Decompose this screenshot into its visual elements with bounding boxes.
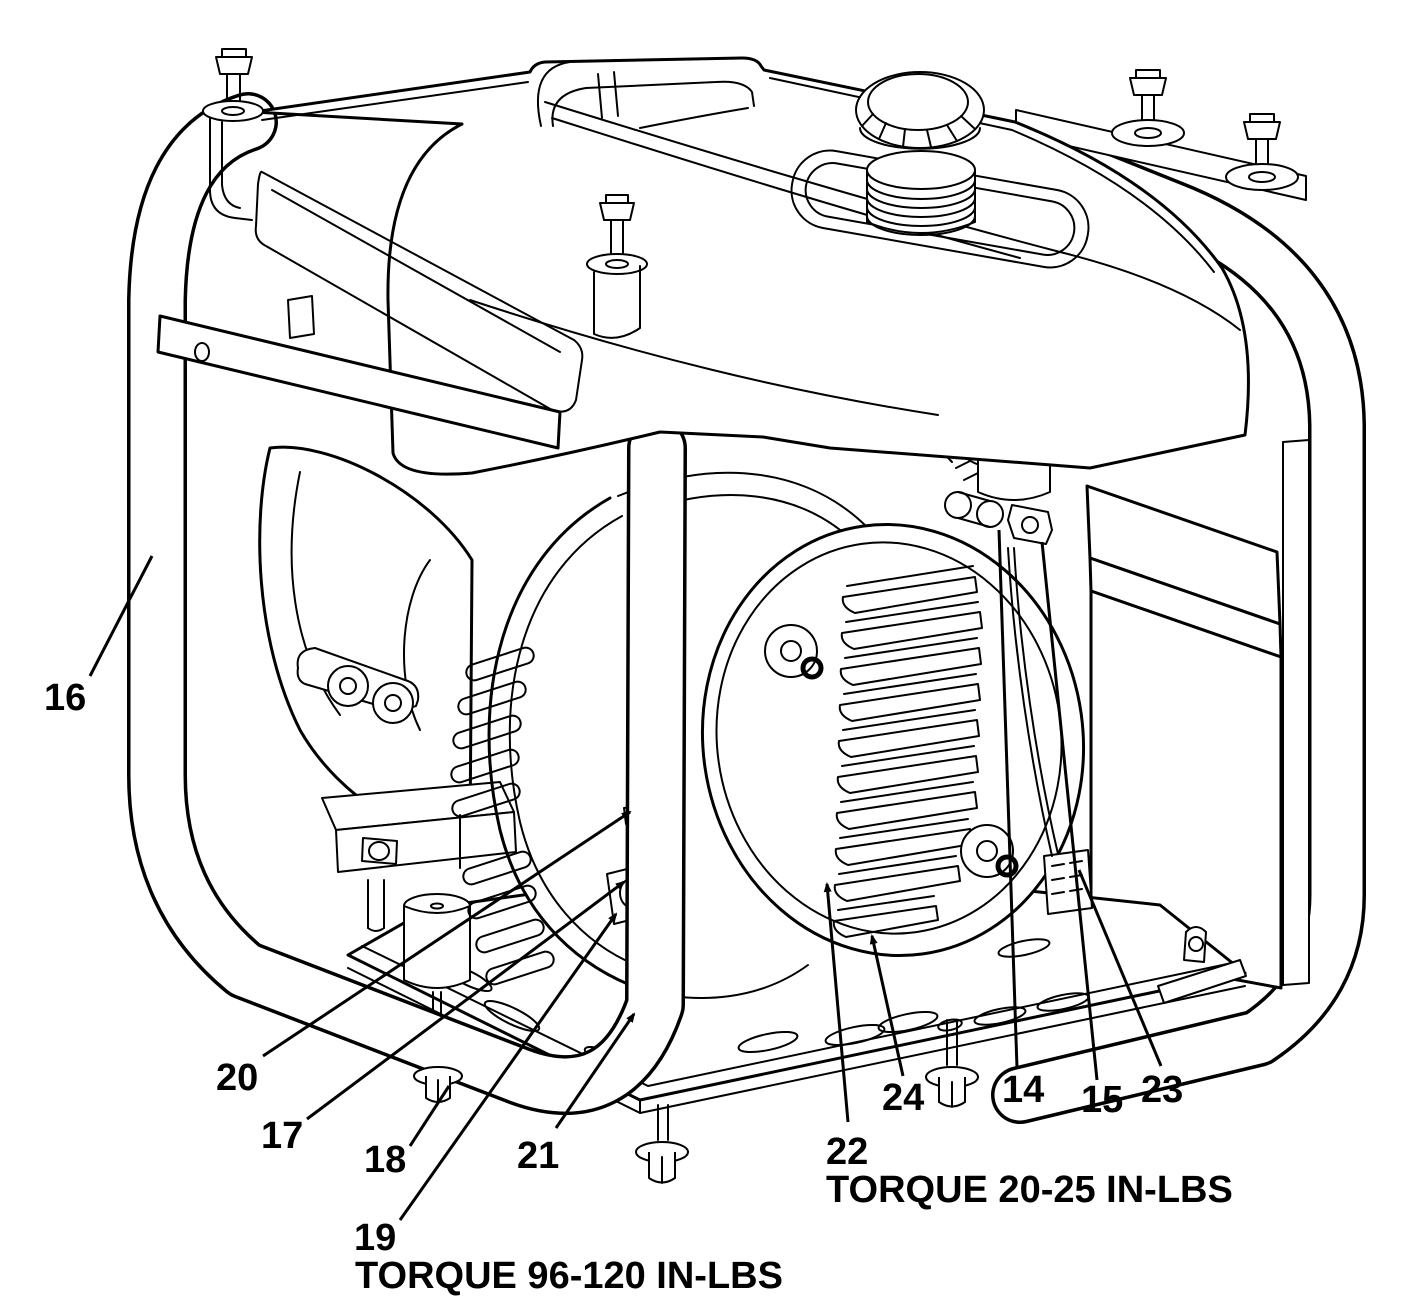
callout-labels: 16 20 17 18 19 21 22 24 14 15 23 TORQUE …	[44, 677, 1233, 1297]
tie-down-bracket	[1157, 926, 1247, 1004]
leader-14	[997, 529, 1019, 1069]
frame-rear-loop	[991, 121, 1366, 1124]
engine-mount-block	[321, 781, 517, 932]
leader-22	[823, 882, 850, 1123]
end-cover-louvers	[832, 565, 983, 938]
callout-18: 18	[364, 1139, 406, 1181]
callout-19: 19	[354, 1217, 396, 1259]
callout-21: 21	[517, 1135, 559, 1177]
tank-handle	[537, 61, 755, 129]
leader-17	[306, 880, 626, 1121]
tank-bolt-left	[202, 48, 264, 221]
side-bracket-bar	[156, 295, 562, 450]
leader-16	[88, 555, 154, 677]
tank-bolt-mid	[586, 194, 648, 339]
torque-note-low: TORQUE 20-25 IN-LBS	[826, 1169, 1233, 1211]
control-box	[1085, 484, 1283, 990]
tank-bolt-right-1	[1111, 69, 1185, 147]
callout-24: 24	[882, 1077, 924, 1119]
leader-23	[1077, 869, 1163, 1067]
filler-neck	[866, 150, 976, 236]
leader-18	[408, 1085, 451, 1147]
wire-connector	[1043, 849, 1093, 915]
alternator-end-cover	[700, 522, 1086, 958]
cover-screw-bottom	[960, 824, 1019, 878]
stator-fins	[450, 646, 555, 986]
callout-23: 23	[1141, 1069, 1183, 1111]
flange-nut-right	[925, 1019, 979, 1108]
vibration-mount	[403, 893, 471, 1031]
leader-20	[262, 810, 632, 1058]
callout-22: 22	[826, 1131, 868, 1173]
callout-16: 16	[44, 677, 86, 719]
callout-17: 17	[261, 1115, 303, 1157]
cover-screw-top	[764, 624, 824, 680]
leader-15	[1040, 541, 1099, 1081]
fuel-tank	[202, 48, 1307, 476]
callout-14: 14	[1002, 1069, 1044, 1111]
leader-lines	[88, 529, 1163, 1221]
tank-body	[251, 56, 1250, 476]
leader-21	[554, 1012, 636, 1129]
flange-nut-center	[635, 1104, 689, 1184]
fuel-cap	[855, 71, 985, 150]
callout-15: 15	[1081, 1079, 1123, 1121]
leader-24	[869, 934, 905, 1077]
frame-front-loop	[127, 92, 687, 1115]
fuel-valve-lever	[944, 491, 1004, 528]
engine-assembly	[258, 445, 1093, 1031]
flange-nut-left	[413, 1066, 463, 1103]
rear-panel	[1282, 439, 1310, 986]
leader-19	[398, 912, 618, 1221]
callout-20: 20	[216, 1057, 258, 1099]
torque-note-high: TORQUE 96-120 IN-LBS	[355, 1255, 783, 1297]
tank-bolt-right-2	[1225, 113, 1299, 191]
engine-housing	[258, 445, 474, 841]
